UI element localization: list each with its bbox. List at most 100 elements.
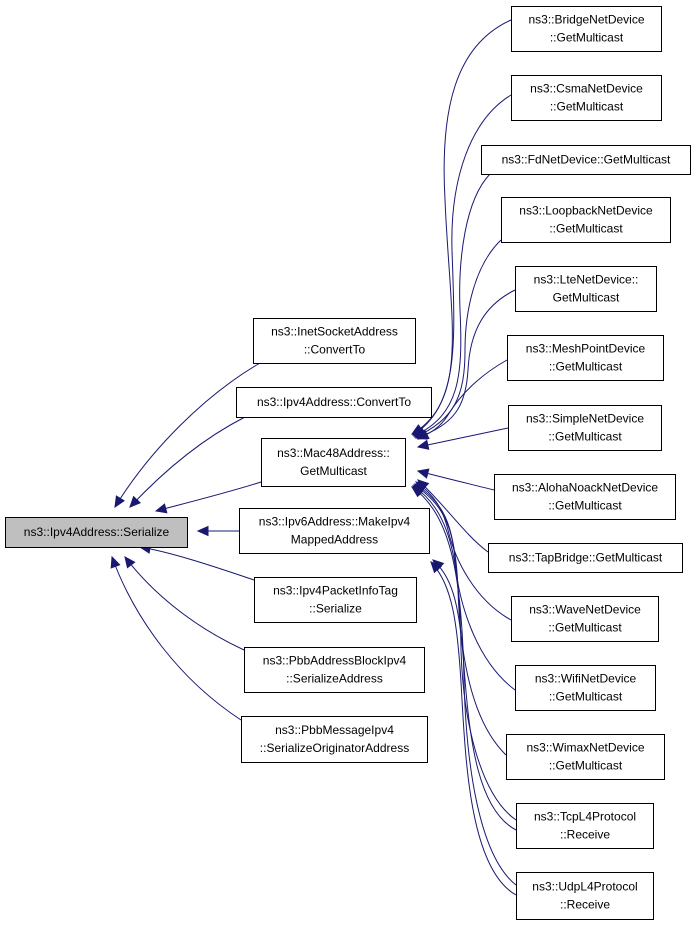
node-label: ::Receive [560, 898, 610, 912]
edge-line [417, 470, 495, 491]
node-ipv4convert[interactable]: ns3::Ipv4Address::ConvertTo [236, 387, 432, 418]
node-udp[interactable]: ns3::UdpL4Protocol::Receive [516, 872, 654, 920]
edge-ipv4pkt-to-serialize [138, 543, 255, 581]
node-box [253, 318, 416, 364]
node-box [511, 75, 662, 121]
edge-bridge-to-mac48 [410, 19, 512, 435]
node-csma[interactable]: ns3::CsmaNetDevice::GetMulticast [511, 75, 662, 121]
node-label: ns3::PbbMessageIpv4 [275, 723, 394, 737]
node-lte[interactable]: ns3::LteNetDevice::GetMulticast [515, 266, 657, 312]
edge-pbbblock-to-serialize [124, 556, 245, 651]
node-wimax[interactable]: ns3::WimaxNetDevice::GetMulticast [506, 734, 665, 780]
node-label: ns3::InetSocketAddress [271, 325, 398, 339]
node-loopback[interactable]: ns3::LoopbackNetDevice::GetMulticast [501, 197, 671, 243]
node-box [507, 335, 664, 381]
edge-line [417, 359, 508, 440]
node-box [501, 197, 671, 243]
edge-simple-to-mac48 [416, 427, 509, 450]
node-box [516, 803, 654, 849]
node-box [494, 474, 676, 520]
node-label: ::ConvertTo [304, 343, 366, 357]
node-box [506, 734, 665, 780]
node-tcp[interactable]: ns3::TcpL4Protocol::Receive [516, 803, 654, 849]
edge-ipv4convert-to-serialize [129, 416, 246, 508]
edge-line [412, 94, 512, 436]
node-label: ns3::AlohaNoackNetDevice [512, 481, 658, 495]
node-label: ::Serialize [309, 602, 362, 616]
node-box [244, 647, 425, 693]
node-label: MappedAddress [291, 533, 378, 547]
node-label: ::Receive [560, 828, 610, 842]
edge-line [415, 289, 516, 439]
node-label: ns3::WimaxNetDevice [526, 741, 644, 755]
node-meshpoint[interactable]: ns3::MeshPointDevice::GetMulticast [507, 335, 664, 381]
edge-line [111, 556, 242, 721]
edge-udp-to-mac48 [411, 486, 517, 886]
node-label: ::GetMulticast [550, 100, 624, 114]
arrowhead-icon [430, 561, 442, 574]
edge-ipv6make-to-serialize [196, 525, 239, 537]
node-box [515, 266, 657, 312]
node-tapbridge[interactable]: ns3::TapBridge::GetMulticast [488, 543, 683, 573]
node-box [515, 665, 656, 711]
arrowhead-icon [411, 486, 424, 498]
arrowhead-icon [129, 495, 142, 508]
edge-line [415, 481, 512, 621]
node-pbbblock[interactable]: ns3::PbbAddressBlockIpv4::SerializeAddre… [244, 647, 425, 693]
node-bridge[interactable]: ns3::BridgeNetDevice::GetMulticast [511, 6, 662, 52]
edge-line [432, 559, 517, 831]
edge-line [430, 561, 517, 896]
edge-aloha-to-mac48 [416, 468, 495, 491]
node-simple[interactable]: ns3::SimpleNetDevice::GetMulticast [508, 405, 662, 451]
node-serialize: ns3::Ipv4Address::Serialize [5, 517, 188, 548]
edge-line [139, 546, 255, 581]
node-box [488, 543, 683, 573]
arrowhead-icon [416, 429, 430, 440]
edge-line [124, 556, 245, 651]
edge-line [155, 481, 262, 512]
node-label: ns3::MeshPointDevice [526, 342, 646, 356]
node-label: ns3::PbbAddressBlockIpv4 [263, 654, 407, 668]
node-fd[interactable]: ns3::FdNetDevice::GetMulticast [481, 145, 691, 175]
edge-pbbmsg-to-serialize [110, 555, 242, 721]
node-label: ::GetMulticast [549, 222, 623, 236]
arrowhead-icon [114, 495, 125, 509]
nodes-layer: ns3::Ipv4Address::Serialize ns3::InetSock… [5, 6, 691, 920]
edge-mac48-to-serialize [154, 481, 262, 514]
node-label: ns3::Mac48Address:: [277, 446, 390, 460]
edge-line [411, 486, 517, 886]
node-label: ns3::SimpleNetDevice [526, 412, 644, 426]
node-label: ns3::CsmaNetDevice [530, 82, 643, 96]
node-label: ns3::Ipv6Address::MakeIpv4 [259, 515, 411, 529]
node-label: GetMulticast [553, 291, 620, 305]
node-label: ns3::TcpL4Protocol [534, 810, 636, 824]
arrowhead-icon [154, 503, 168, 514]
edge-line [417, 427, 509, 448]
node-wifi[interactable]: ns3::WifiNetDevice::GetMulticast [515, 665, 656, 711]
arrowhead-icon [416, 439, 430, 450]
node-wave[interactable]: ns3::WaveNetDevice::GetMulticast [511, 596, 659, 642]
arrowhead-icon [124, 556, 136, 569]
node-label: ns3::BridgeNetDevice [528, 13, 644, 27]
node-ipv4pkt[interactable]: ns3::Ipv4PacketInfoTag::Serialize [254, 577, 417, 623]
edge-line [411, 19, 512, 435]
node-label: ns3::Ipv4PacketInfoTag [273, 584, 398, 598]
node-box [481, 145, 691, 175]
edge-line [413, 173, 491, 437]
node-label: ns3::Ipv4Address::ConvertTo [257, 395, 411, 409]
node-inetsocket[interactable]: ns3::InetSocketAddress::ConvertTo [253, 318, 416, 364]
edges-layer [110, 19, 517, 896]
node-label: ns3::UdpL4Protocol [532, 880, 637, 894]
node-box [511, 596, 659, 642]
node-box [5, 517, 188, 548]
node-label: ns3::FdNetDevice::GetMulticast [502, 153, 671, 167]
node-aloha[interactable]: ns3::AlohaNoackNetDevice::GetMulticast [494, 474, 676, 520]
edge-line [114, 362, 261, 508]
node-mac48[interactable]: ns3::Mac48Address::GetMulticast [261, 438, 406, 487]
arrowhead-icon [416, 468, 430, 479]
edge-line [414, 239, 502, 438]
edge-line [417, 479, 489, 553]
node-pbbmsg[interactable]: ns3::PbbMessageIpv4::SerializeOriginator… [241, 716, 428, 763]
